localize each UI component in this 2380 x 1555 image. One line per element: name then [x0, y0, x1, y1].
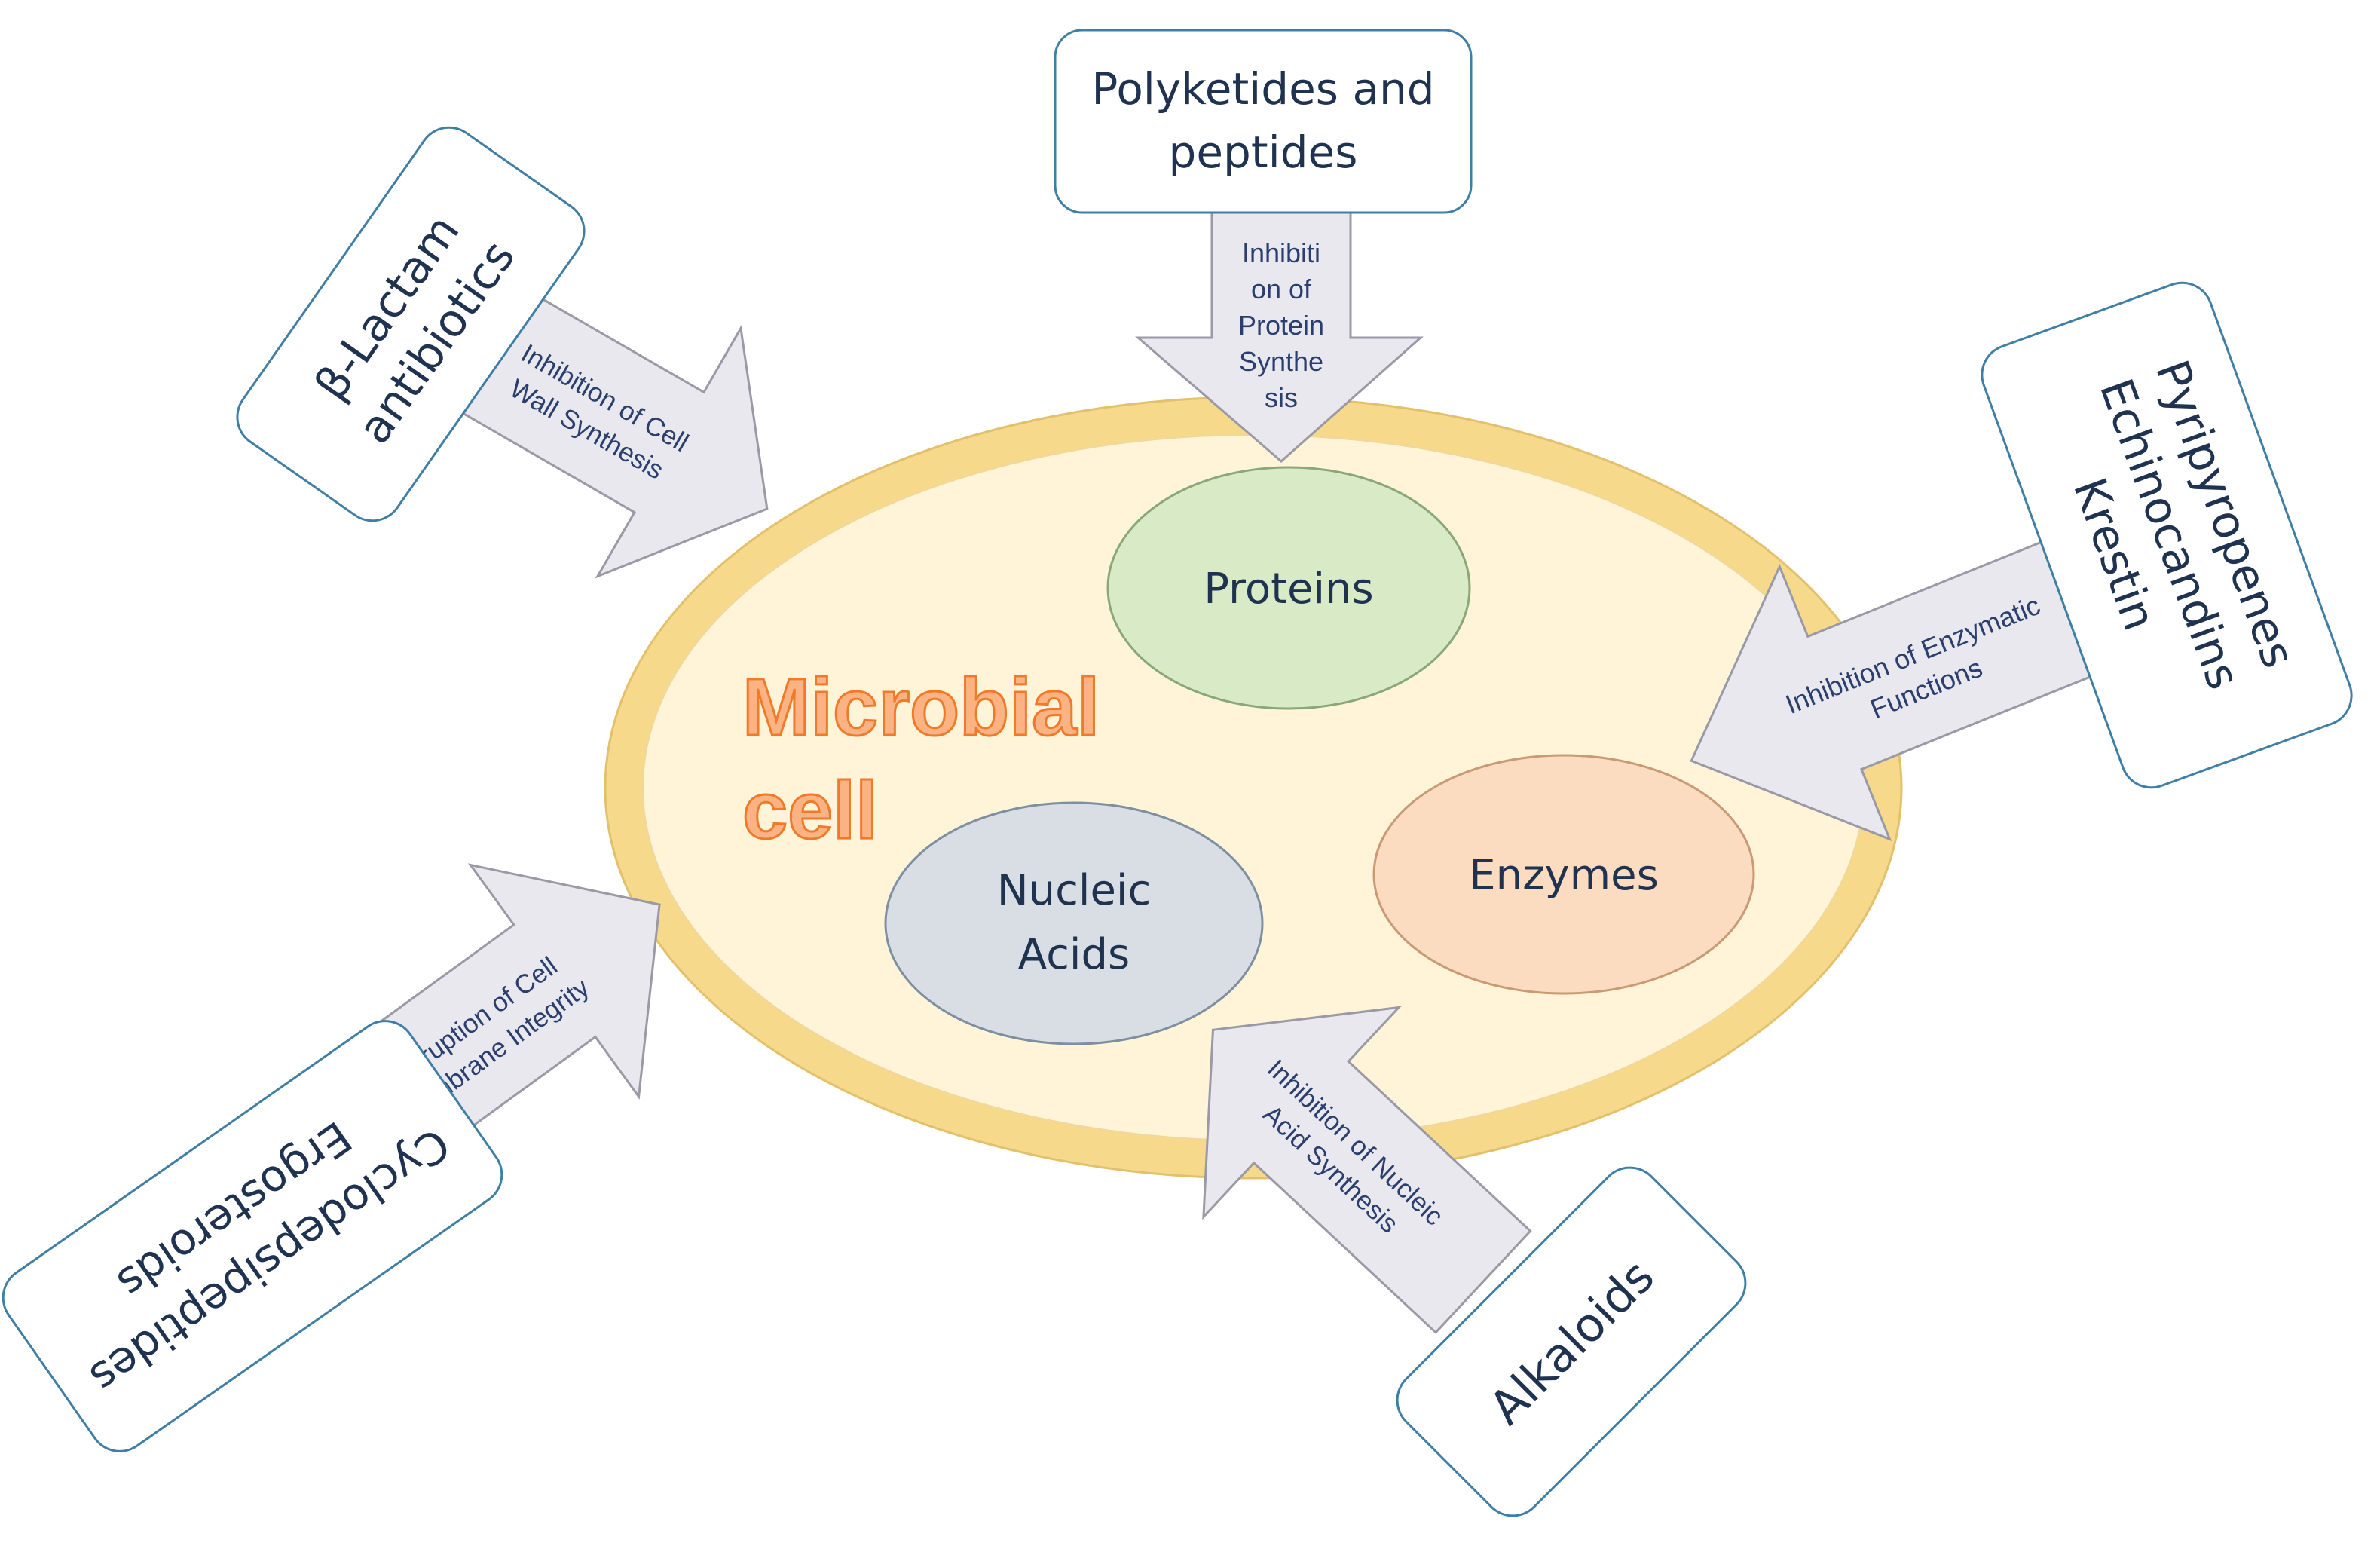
alkaloids-box-frame [1396, 1166, 1747, 1517]
proteins-organelle: Proteins [1106, 466, 1471, 710]
cyclodepsipeptides-box: Cyclodepsipeptides Ergosteroids [2, 1020, 503, 1452]
protein-synthesis-label-5: sis [1265, 382, 1298, 413]
protein-synthesis-label-2: on of [1251, 274, 1312, 305]
proteins-ellipse [1106, 466, 1471, 710]
alkaloids-box: Alkaloids [1396, 1166, 1747, 1517]
cell-title-line2: cell [742, 764, 878, 856]
cell-title-line1: Microbial [742, 661, 1100, 752]
nucleic-acids-organelle: Nucleic Acids [884, 801, 1264, 1045]
nucleic-acids-ellipse [884, 801, 1264, 1045]
protein-synthesis-label-4: Synthe [1239, 346, 1323, 377]
nucleic-acids-label-line1: Nucleic [997, 866, 1152, 915]
polyketides-peptides-line2: peptides [1169, 127, 1358, 178]
protein-synthesis-arrow-shape [1134, 211, 1424, 463]
enzymes-label: Enzymes [1469, 851, 1659, 900]
enzymes-organelle: Enzymes [1372, 754, 1755, 995]
beta-lactam-box-frame [236, 126, 586, 522]
protein-synthesis-label-1: Inhibiti [1242, 237, 1320, 268]
pyripyropenes-box: Pyripyropenes Echinocandins Krestin [1981, 281, 2353, 789]
polyketides-peptides-box-frame [1054, 29, 1473, 214]
cell-wall-synthesis-arrow: Inhibition of Cell Wall Synthesis [424, 270, 769, 579]
polyketides-peptides-box: Polyketides and peptides [1054, 29, 1473, 214]
nucleic-acids-label-line2: Acids [1018, 930, 1130, 979]
pyripyropenes-box-frame [1981, 281, 2353, 789]
protein-synthesis-label-3: Protein [1238, 310, 1324, 341]
enzymes-ellipse [1372, 754, 1755, 995]
nucleic-acid-synthesis-arrow-shape [1202, 1006, 1532, 1334]
enzymatic-functions-arrow-shape [1690, 533, 2115, 841]
protein-synthesis-arrow: Inhibiti on of Protein Synthe sis [1134, 211, 1424, 463]
polyketides-peptides-line1: Polyketides and [1091, 63, 1434, 115]
proteins-label: Proteins [1204, 565, 1373, 614]
cyclodepsipeptides-box-frame [2, 1020, 503, 1452]
